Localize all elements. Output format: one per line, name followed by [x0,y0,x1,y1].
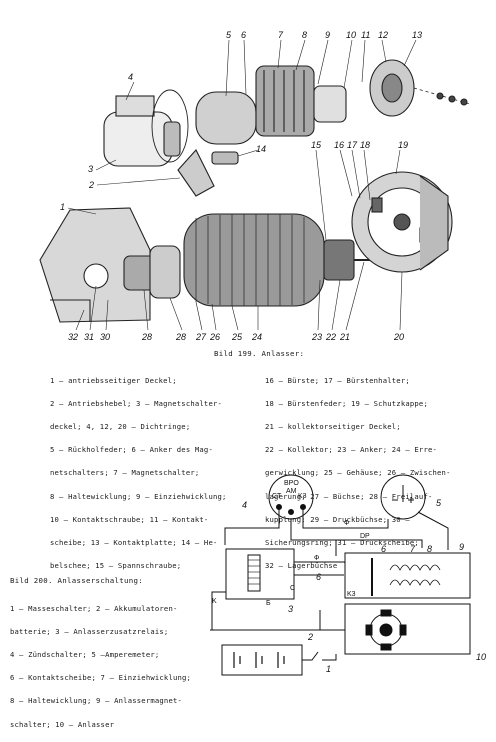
fig200-parts: 1 – Masseschalter; 2 – Akkumulatoren- ba… [10,591,191,742]
parts-line: 4 – Zündschalter; 5 –Amperemeter; [10,649,160,659]
callout-21: 21 [339,332,350,342]
callout-15: 15 [311,140,322,150]
parts-line: 6 – Kontaktscheibe; 7 – Einziehwicklung; [10,673,192,683]
starter-motor-drawing [344,603,471,655]
relay-terminal-c: C [290,585,295,592]
callout-5: 5 [226,30,232,40]
parts-line: deckel; 4, 12, 20 – Dichtringe; [50,421,191,431]
wiring-callout-8: 8 [427,544,432,554]
callout-2: 2 [88,180,94,190]
relay-terminal-b: Б [266,600,271,607]
callout-1: 1 [60,202,65,212]
callout-7: 7 [278,30,284,40]
terminal-bpo: BPO [284,480,299,487]
document-page: 5 6 7 8 9 10 11 12 13 4 3 2 1 14 15 16 1… [10,30,486,729]
callout-4: 4 [128,72,133,82]
callout-32: 32 [68,332,78,342]
callout-26: 26 [209,332,220,342]
wiring-callout-4: 4 [242,500,247,510]
armature-drawing [183,213,372,307]
overrunning-clutch-drawing [123,245,181,299]
wiring-callout-3: 3 [288,604,293,614]
wiring-callout-7: 7 [410,544,416,554]
parts-line: 1 – Masseschalter; 2 – Akkumulatoren- [10,603,178,613]
callout-31: 31 [84,332,94,342]
drive-lever-drawing [177,149,215,197]
solenoid-switch-drawing [344,552,471,599]
callout-18: 18 [360,140,370,150]
callout-25: 25 [231,332,243,342]
callout-10: 10 [346,30,356,40]
wire-label-f1: Ф [344,520,349,527]
parts-line: 5 – Rückholfeder; 6 – Anker des Mag- [50,445,213,455]
solenoid-cover-drawing [103,89,189,167]
callout-30: 30 [100,332,110,342]
parts-line: 8 – Haltewicklung; 9 – Einziehwicklung; [50,491,227,501]
wire-label-dp: DP [360,533,370,540]
callout-9: 9 [325,30,330,40]
parts-line: 8 – Haltewicklung; 9 – Anlassermagnet- [10,696,183,706]
parts-line: 18 – Bürstenfeder; 19 – Schutzkappe; [265,398,428,408]
parts-line: 32 – Lagerbüchse [265,561,338,571]
callout-22: 22 [325,332,336,342]
contact-plate-drawing [369,59,471,117]
starter-exploded-figure: 5 6 7 8 9 10 11 12 13 4 3 2 1 14 15 16 1… [39,30,486,676]
wiring-callout-1: 1 [326,664,331,674]
parts-line: 21 – kollektorseitiger Deckel; [265,421,401,431]
callout-23: 23 [311,332,322,342]
callout-8: 8 [302,30,307,40]
parts-line: Sicherungsring; 31 – Druckscheibe; [265,537,419,547]
parts-line: scheibe; 13 – Kontaktplatte; 14 – He- [50,537,218,547]
callout-6: 6 [241,30,246,40]
relay-terminal-k: K [212,598,217,605]
callout-12: 12 [378,30,388,40]
drive-end-bracket-drawing [39,207,151,323]
callout-14: 14 [256,144,266,154]
wire-label-f2: Ф [314,555,319,562]
fig199-parts-left: 1 – antriebsseitiger Deckel; 2 – Antrieb… [50,363,227,583]
solenoid-body-drawing [195,65,347,145]
callout-24: 24 [251,332,262,342]
callout-3: 3 [88,164,93,174]
terminal-am: AM [286,488,297,495]
terminal-k3: K3 [298,493,307,500]
parts-line: 1 – antriebsseitiger Deckel; [50,375,177,385]
fig200-caption: Bild 200. Anlasserschaltung: [10,576,143,585]
callout-28b: 28 [175,332,186,342]
parts-line: kupplung; 29 – Druckbüchse; 30 – [265,514,410,524]
wiring-callout-6b: 6 [316,572,321,582]
fig199-caption: Bild 199. Anlasser: [214,349,305,358]
parts-line: 16 – Bürste; 17 – Bürstenhalter; [265,375,410,385]
parts-line: 22 – Kollektor; 23 – Anker; 24 – Erre- [265,445,438,455]
wiring-callout-10: 10 [476,652,486,662]
relay-terminal-k3: K3 [347,591,356,598]
parts-line: schalter; 10 – Anlasser [10,719,115,729]
callout-28a: 28 [141,332,152,342]
parts-line: 10 – Kontaktschraube; 11 – Kontakt- [50,514,209,524]
callout-19: 19 [398,140,408,150]
callout-17: 17 [347,140,358,150]
fig199-parts-right: 16 – Bürste; 17 – Bürstenhalter; 18 – Bü… [265,363,451,583]
callout-11: 11 [361,30,370,40]
parts-line: lagerung; 27 – Büchse; 28 – Freilauf- [265,491,433,501]
lever-shoe-drawing [211,151,239,165]
parts-line: batterie; 3 – Anlasserzusatzrelais; [10,626,169,636]
wiring-callout-2: 2 [307,632,313,642]
wiring-callout-6: 6 [381,544,386,554]
parts-line: belschee; 15 – Spannschraube; [50,561,182,571]
callout-16: 16 [334,140,344,150]
wiring-callout-5: 5 [436,498,442,508]
terminal-ct: CT [272,493,282,500]
callout-20: 20 [393,332,404,342]
callout-27: 27 [195,332,207,342]
wiring-callout-9: 9 [459,542,464,552]
commutator-end-cover-drawing [351,171,453,273]
callout-13: 13 [412,30,422,40]
parts-line: netschalters; 7 – Magnetschalter; [50,468,200,478]
parts-line: gerwicklung; 25 – Gehäuse; 26 – Zwischen… [265,468,451,478]
parts-line: 2 – Antriebshebel; 3 – Magnetschalter- [50,398,223,408]
